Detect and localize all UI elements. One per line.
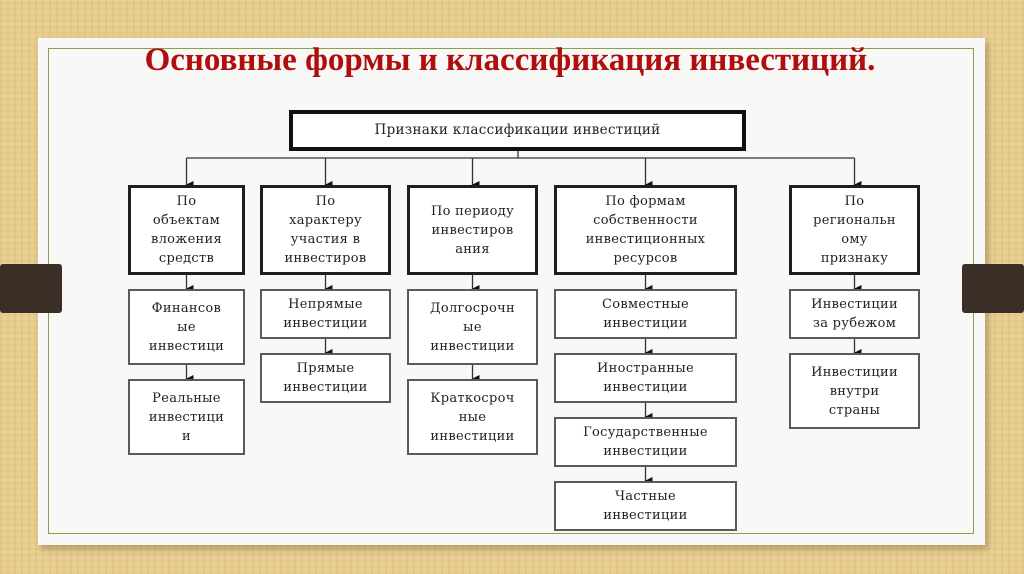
category-box: По периоду инвестиров ания <box>407 185 538 275</box>
item-label: Прямые инвестиции <box>283 361 368 395</box>
item-label: Долгосрочн ые инвестиции <box>430 300 515 354</box>
category-box: По объектам вложения средств <box>128 185 245 275</box>
item-label: Краткосроч ные инвестиции <box>430 390 515 444</box>
item-box: Инвестиции за рубежом <box>789 289 920 339</box>
item-box: Непрямые инвестиции <box>260 289 391 339</box>
root-label: Признаки классификации инвестиций <box>374 122 661 138</box>
item-box: Реальные инвестици и <box>128 379 245 455</box>
category-label: По региональн ому признаку <box>813 194 896 266</box>
category-box: По формам собственности инвестиционных р… <box>554 185 737 275</box>
item-label: Финансов ые инвестици <box>148 300 225 354</box>
item-box: Иностранные инвестиции <box>554 353 737 403</box>
item-label: Реальные инвестици и <box>148 390 225 444</box>
item-label: Частные инвестиции <box>603 489 688 523</box>
category-label: По характеру участия в инвестиров <box>284 194 367 266</box>
item-box: Долгосрочн ые инвестиции <box>407 289 538 365</box>
right-tab-decoration <box>962 264 1024 313</box>
category-label: По формам собственности инвестиционных р… <box>585 194 706 266</box>
category-label: По периоду инвестиров ания <box>430 203 515 257</box>
category-label: По объектам вложения средств <box>151 194 222 266</box>
slide-title: Основные формы и классификация инвестици… <box>144 42 876 78</box>
item-box: Финансов ые инвестици <box>128 289 245 365</box>
item-label: Совместные инвестиции <box>601 297 690 331</box>
item-label: Иностранные инвестиции <box>596 361 695 395</box>
item-box: Государственные инвестиции <box>554 417 737 467</box>
item-label: Инвестиции внутри страны <box>811 364 898 418</box>
item-label: Непрямые инвестиции <box>283 297 368 331</box>
item-box: Совместные инвестиции <box>554 289 737 339</box>
item-box: Краткосроч ные инвестиции <box>407 379 538 455</box>
item-label: Государственные инвестиции <box>583 425 708 459</box>
root-box: Признаки классификации инвестиций <box>289 110 746 151</box>
item-box: Инвестиции внутри страны <box>789 353 920 429</box>
item-box: Прямые инвестиции <box>260 353 391 403</box>
item-label: Инвестиции за рубежом <box>811 297 898 331</box>
left-tab-decoration <box>0 264 62 313</box>
item-box: Частные инвестиции <box>554 481 737 531</box>
category-box: По характеру участия в инвестиров <box>260 185 391 275</box>
category-box: По региональн ому признаку <box>789 185 920 275</box>
